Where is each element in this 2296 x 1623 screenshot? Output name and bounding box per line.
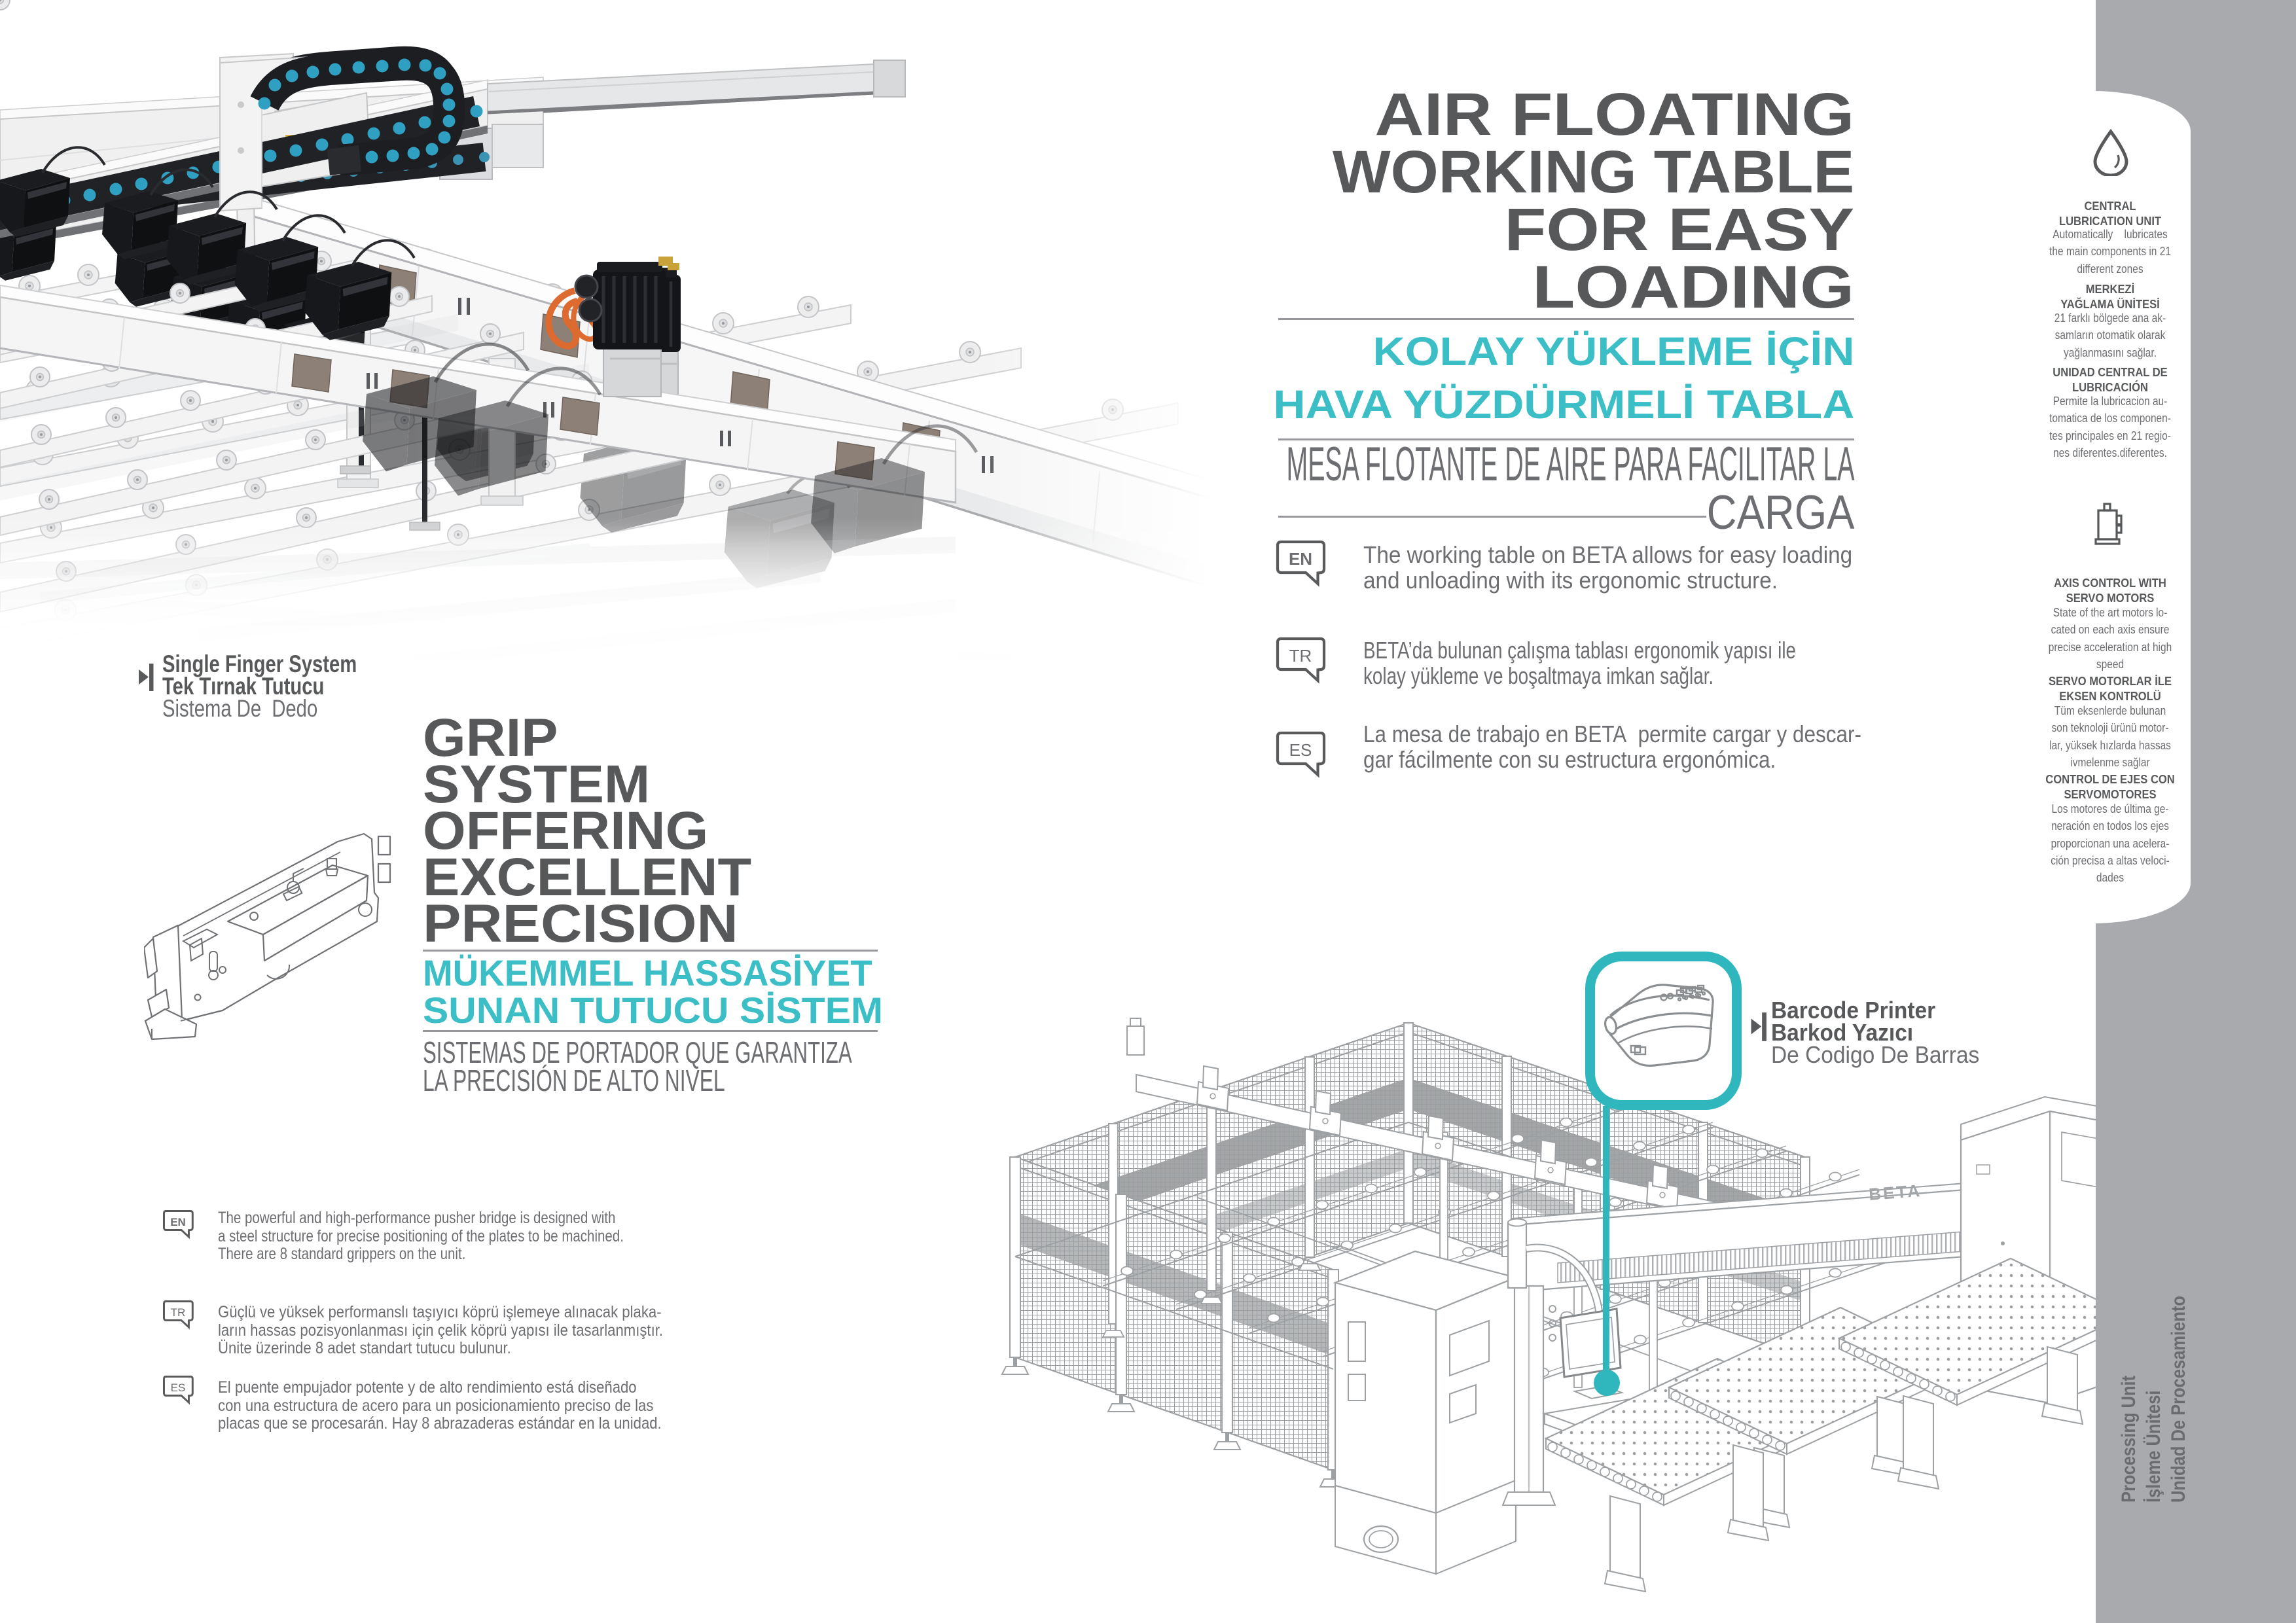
svg-text:TR: TR: [1289, 646, 1312, 666]
svg-text:BETA: BETA: [1868, 1181, 1922, 1204]
svg-text:ES: ES: [171, 1382, 186, 1394]
svg-text:ES: ES: [1289, 740, 1312, 760]
svg-text:EN: EN: [170, 1216, 186, 1228]
svg-text:EN: EN: [1289, 549, 1312, 569]
svg-text:TR: TR: [171, 1306, 186, 1319]
